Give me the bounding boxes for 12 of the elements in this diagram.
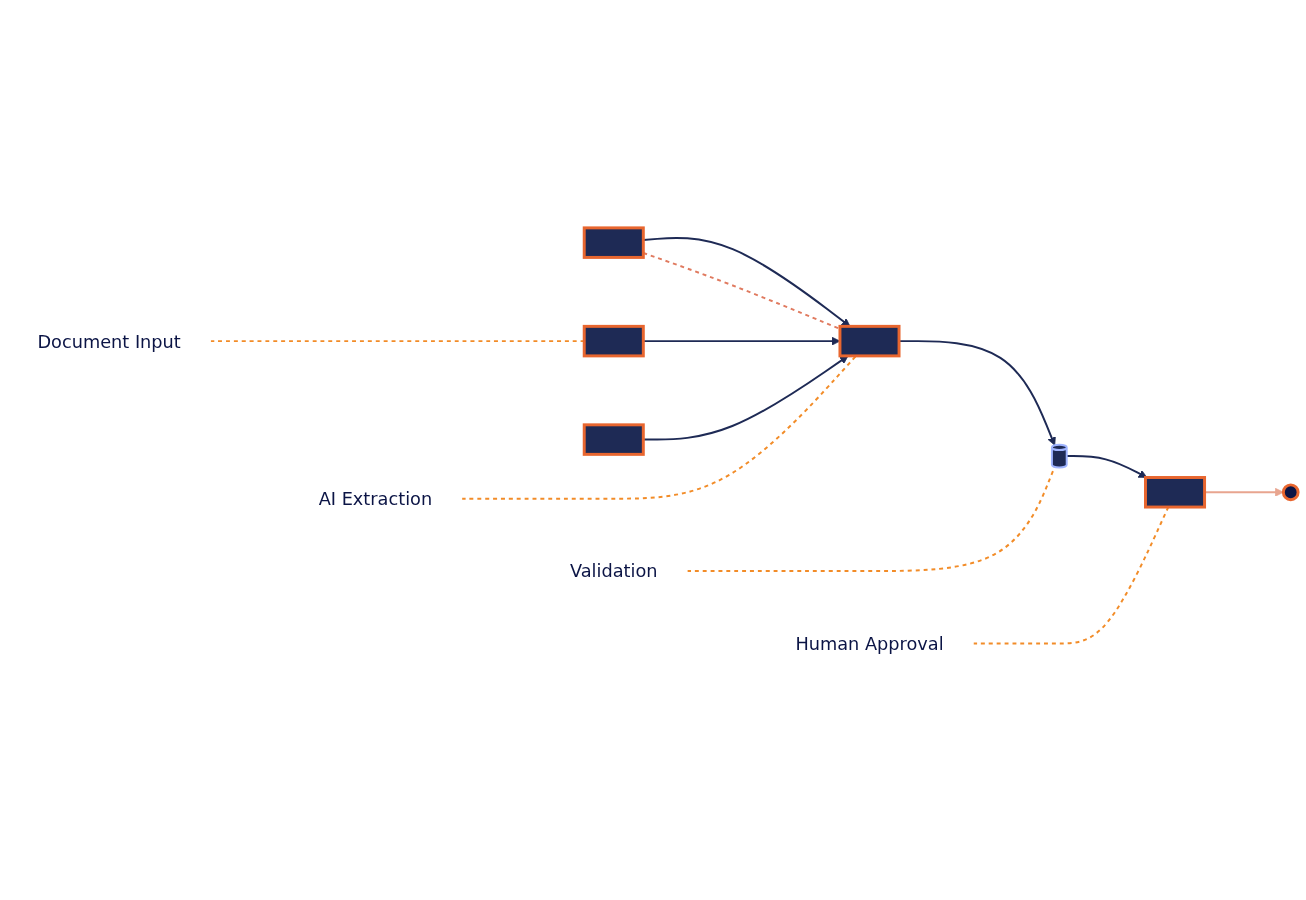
- node-text: Validation: [570, 561, 658, 582]
- node-box: [582, 423, 645, 457]
- node-cylinder: [1050, 444, 1068, 469]
- node-box: [582, 325, 645, 358]
- node-circle: [1281, 483, 1300, 502]
- node-box: [582, 226, 645, 260]
- arrow: [1065, 455, 1148, 479]
- node-text: Human Approval: [795, 633, 944, 655]
- node-text: AI Extraction: [318, 488, 433, 510]
- node-box: [838, 325, 901, 358]
- node-text: Document Input: [37, 331, 181, 352]
- node-box: [1144, 476, 1207, 509]
